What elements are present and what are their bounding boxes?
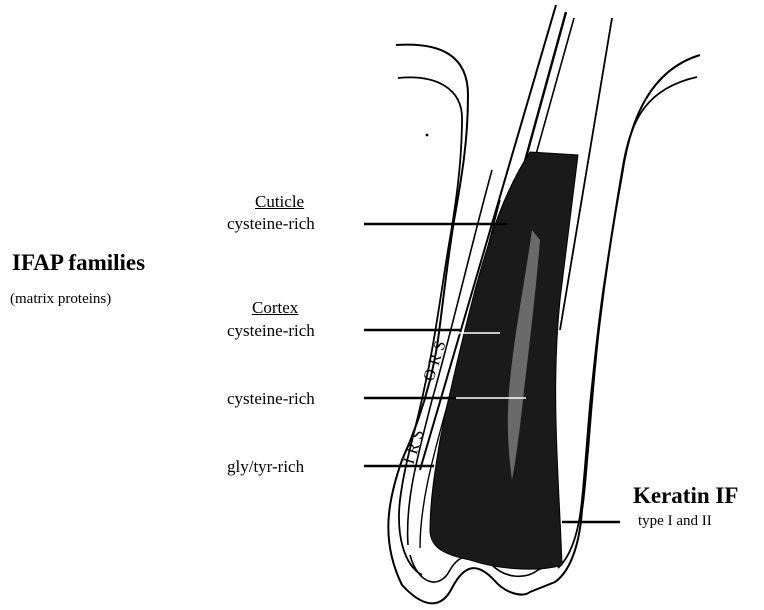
keratin-if-title: Keratin IF	[633, 484, 738, 507]
cortex-item-3: gly/tyr-rich	[227, 458, 304, 475]
ifap-families-subtitle: (matrix proteins)	[10, 292, 111, 307]
cuticle-heading: Cuticle	[255, 193, 304, 210]
irs-label: IRS	[401, 423, 429, 466]
cortex-heading: Cortex	[252, 299, 298, 316]
cortex-item-1: cysteine-rich	[227, 322, 315, 339]
cuticle-item: cysteine-rich	[227, 215, 315, 232]
speck	[426, 134, 429, 137]
cortex-item-2: cysteine-rich	[227, 390, 315, 407]
keratin-if-subtitle: type I and II	[638, 514, 712, 529]
ifap-families-title: IFAP families	[12, 251, 145, 274]
